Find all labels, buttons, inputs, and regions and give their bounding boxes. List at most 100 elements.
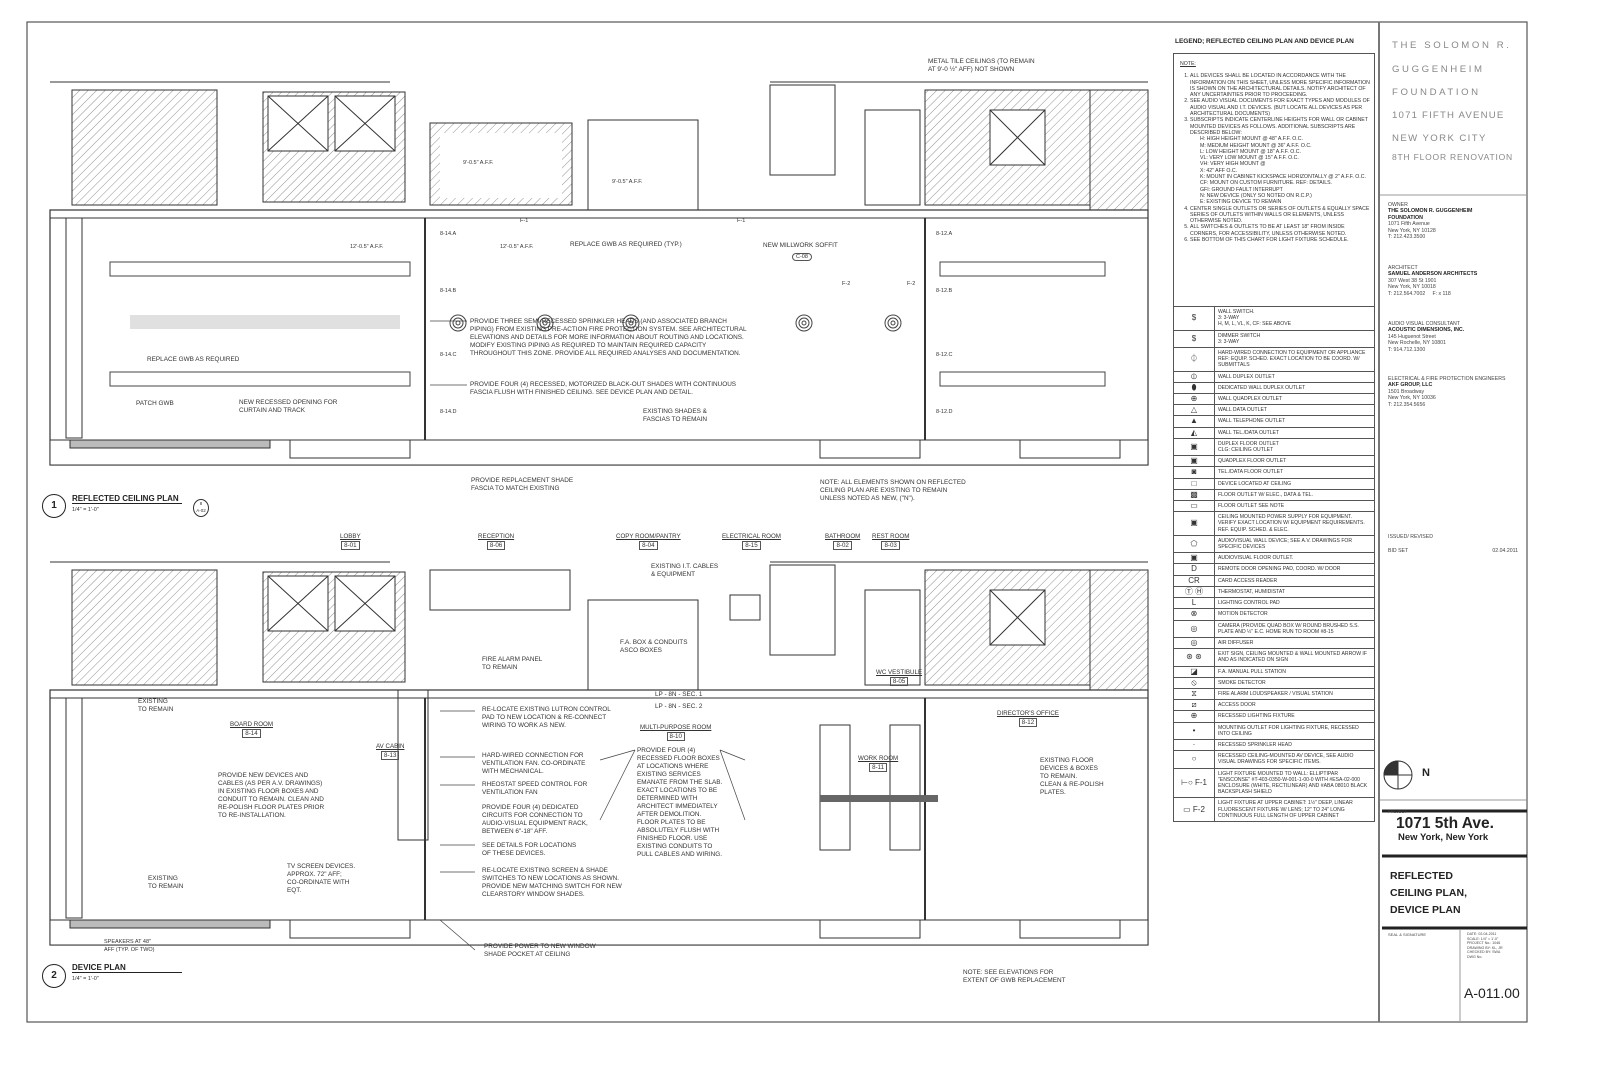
note-fire-alarm-panel: FIRE ALARM PANEL TO REMAIN bbox=[482, 656, 543, 671]
brand-line: 1071 FIFTH AVENUE bbox=[1392, 110, 1505, 121]
legend-description: CAMERA (PROVIDE QUAD BOX W/ ROUND BRUSHE… bbox=[1214, 619, 1375, 638]
issued-label: ISSUED/ REVISED bbox=[1388, 534, 1433, 540]
legend-description: THERMOSTAT, HUMIDISTAT bbox=[1214, 585, 1375, 599]
north-arrow-icon bbox=[1383, 760, 1413, 790]
plan-title-device: DEVICE PLAN bbox=[72, 963, 182, 973]
legend-row: ▭FLOOR OUTLET SEE NOTE bbox=[1173, 500, 1375, 513]
legend-note: ALL DEVICES SHALL BE LOCATED IN ACCORDAN… bbox=[1190, 73, 1370, 98]
legend-row: ◙TEL./DATA FLOOR OUTLET bbox=[1173, 466, 1375, 479]
note-it-cables: EXISTING I.T. CABLES & EQUIPMENT bbox=[651, 563, 719, 578]
legend-row: △WALL DATA OUTLET bbox=[1173, 404, 1375, 417]
air-diffuser-icon bbox=[801, 320, 807, 326]
legend-note-text: SEE BOTTOM OF THIS CHART FOR LIGHT FIXTU… bbox=[1190, 237, 1349, 244]
dedicated-duplex-outlet-icon: ⬮ bbox=[1173, 381, 1215, 395]
ceiling-height-12: 12'-0.5" A.F.F. bbox=[350, 244, 384, 250]
legend-description: DUPLEX FLOOR OUTLET CLG: CEILING OUTLET bbox=[1214, 437, 1375, 457]
air-diffuser-icon bbox=[622, 314, 640, 332]
elevation-tag: 8-12.D bbox=[936, 409, 953, 415]
air-diffuser-icon bbox=[449, 314, 467, 332]
legend-row: ⦸SMOKE DETECTOR bbox=[1173, 676, 1375, 689]
legend-description: WALL TELEPHONE OUTLET bbox=[1214, 415, 1375, 428]
duplex-floor-outlet-icon: ▣ bbox=[1173, 437, 1215, 457]
title-block: THE SOLOMON R. GUGGENHEIM FOUNDATION 107… bbox=[1378, 22, 1529, 1022]
smoke-detector-icon: ⦸ bbox=[1173, 676, 1215, 689]
ceiling-height-9: 9'-0.5" A.F.F. bbox=[463, 160, 494, 166]
ceiling-height-12b: 12'-0.5" A.F.F. bbox=[500, 244, 534, 250]
note-fa-box: F.A. BOX & CONDUITS ASCO BOXES bbox=[620, 639, 688, 654]
quadplex-floor-outlet-icon: ▣ bbox=[1173, 455, 1215, 468]
legend-description: LIGHT FIXTURE AT UPPER CABINET: 1½" DEEP… bbox=[1214, 797, 1375, 822]
legend-description: ACCESS DOOR bbox=[1214, 699, 1375, 712]
device-plan-drawing bbox=[49, 561, 1149, 946]
legend-subscript: L: LOW HEIGHT MOUNT @ 18" A.F.F. O.C. bbox=[1200, 148, 1301, 155]
camera-icon: ◎ bbox=[1173, 619, 1215, 638]
legend-description: DEVICE LOCATED AT CEILING bbox=[1214, 477, 1375, 490]
plan-title-rcp: REFLECTED CEILING PLAN bbox=[72, 494, 182, 504]
wall-duplex-outlet-icon: ⦶ bbox=[1173, 370, 1215, 383]
note-general: NOTE: ALL ELEMENTS SHOWN ON REFLECTED CE… bbox=[820, 479, 966, 502]
exit-sign-icon: ⊛ ⊛ bbox=[1173, 648, 1215, 667]
air-diffuser-icon bbox=[887, 317, 899, 329]
brand-line: NEW YORK CITY bbox=[1392, 133, 1487, 144]
pull-station-icon: ◪ bbox=[1173, 665, 1215, 678]
note-existing-bottom: EXISTING TO REMAIN bbox=[148, 875, 184, 890]
note-speakers: SPEAKERS AT 48" AFF (TYP. OF TWO) bbox=[104, 939, 155, 953]
legend-row: ▣DUPLEX FLOOR OUTLET CLG: CEILING OUTLET bbox=[1173, 437, 1375, 457]
access-door-icon: ⧄ bbox=[1173, 699, 1215, 712]
elevation-tag: 8-14.A bbox=[440, 231, 457, 237]
wall-light-fixture-icon: ⊢○ F-1 bbox=[1173, 767, 1215, 799]
air-diffuser-icon bbox=[884, 314, 902, 332]
brand-line: 8TH FLOOR RENOVATION bbox=[1392, 152, 1514, 162]
ceiling-device-icon: □ bbox=[1173, 477, 1215, 490]
legend-description: LIGHTING CONTROL PAD bbox=[1214, 597, 1375, 610]
fixture-tag: F-1 bbox=[520, 218, 529, 224]
motion-detector-icon: ⊗ bbox=[1173, 608, 1215, 621]
legend-description: REMOTE DOOR OPENING PAD, COORD. W/ DOOR bbox=[1214, 563, 1375, 576]
legend-row: ⊛ ⊛EXIT SIGN, CEILING MOUNTED & WALL MOU… bbox=[1173, 648, 1375, 667]
legend-row: ·RECESSED SPRINKLER HEAD bbox=[1173, 738, 1375, 752]
sheet-number: A-011.00 bbox=[1464, 985, 1520, 1001]
note-recessed-opening: NEW RECESSED OPENING FOR CURTAIN AND TRA… bbox=[239, 399, 338, 414]
drawing-meta: DATE: 02-04-2011 SCALE: 1/4" = 1'-0" PRO… bbox=[1467, 932, 1503, 959]
elevation-tag: 8-14.B bbox=[440, 288, 457, 294]
brand-line: GUGGENHEIM bbox=[1392, 64, 1485, 75]
legend-subscript: VL: VERY LOW MOUNT @ 15" A.F.F. O.C. bbox=[1200, 155, 1299, 162]
legend-note: SEE AUDIO VISUAL DOCUMENTS FOR EXACT TYP… bbox=[1190, 98, 1370, 117]
legend-description: LIGHT FIXTURE MOUNTED TO WALL: ELLIPTIPA… bbox=[1214, 767, 1375, 799]
legend-description: WALL TEL./DATA OUTLET bbox=[1214, 426, 1375, 439]
air-diffuser-icon bbox=[536, 314, 554, 332]
seal-label: SEAL & SIGNATURE bbox=[1388, 932, 1427, 937]
thermostat-icon: Ⓣ Ⓗ bbox=[1173, 585, 1215, 599]
legend-description: RECESSED SPRINKLER HEAD bbox=[1214, 738, 1375, 752]
note-metal-tile: METAL TILE CEILINGS (TO REMAIN AT 9'-0 ½… bbox=[928, 58, 1035, 73]
wall-data-outlet-icon: △ bbox=[1173, 404, 1215, 417]
hard-wired-connection-icon: ⏀ bbox=[1173, 347, 1215, 372]
sprinkler-head-icon: · bbox=[1173, 738, 1215, 752]
lighting-control-pad-icon: L bbox=[1173, 597, 1215, 610]
legend-note-text: SUBSCRIPTS INDICATE CENTERLINE HEIGHTS F… bbox=[1190, 117, 1368, 136]
note-replace-gwb-typ: REPLACE GWB AS REQUIRED (TYP.) bbox=[570, 241, 682, 248]
note-floor-boxes: PROVIDE FOUR (4) RECESSED FLOOR BOXES AT… bbox=[637, 747, 723, 858]
air-diffuser-icon bbox=[890, 320, 896, 326]
dimmer-switch-icon: $ bbox=[1173, 329, 1215, 349]
legend-row: ⬮DEDICATED WALL DUPLEX OUTLET bbox=[1173, 381, 1375, 395]
card-reader-icon: CR bbox=[1173, 574, 1215, 587]
note-dedicated-circuits: PROVIDE FOUR (4) DEDICATED CIRCUITS FOR … bbox=[482, 804, 588, 835]
elevation-tag: 8-12.C bbox=[936, 352, 953, 358]
legend-description: HARD-WIRED CONNECTION TO EQUIPMENT OR AP… bbox=[1214, 347, 1375, 372]
air-diffuser-icon bbox=[455, 320, 461, 326]
legend-subscript: K: MOUNT IN CABINET KICKSPACE HORIZONTAL… bbox=[1200, 174, 1366, 181]
plan-number-1: 1 bbox=[42, 494, 66, 518]
